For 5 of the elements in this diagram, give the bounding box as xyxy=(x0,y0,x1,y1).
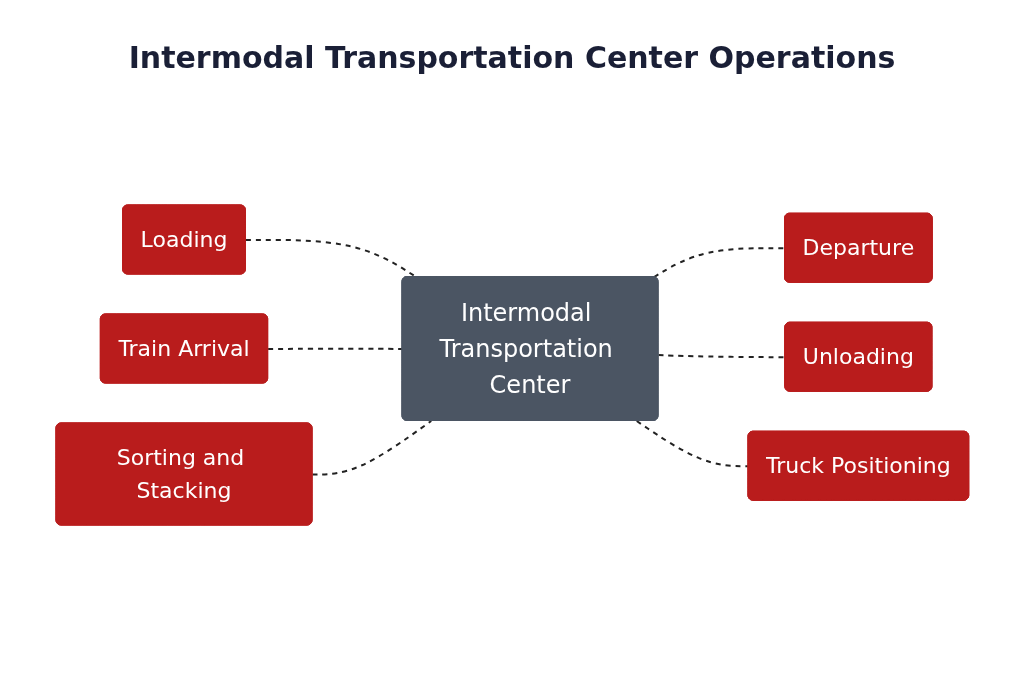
connector xyxy=(311,420,432,476)
diagram-title: Intermodal Transportation Center Operations xyxy=(127,40,897,75)
connector xyxy=(244,238,417,278)
connector xyxy=(657,354,786,359)
connector xyxy=(652,247,786,279)
